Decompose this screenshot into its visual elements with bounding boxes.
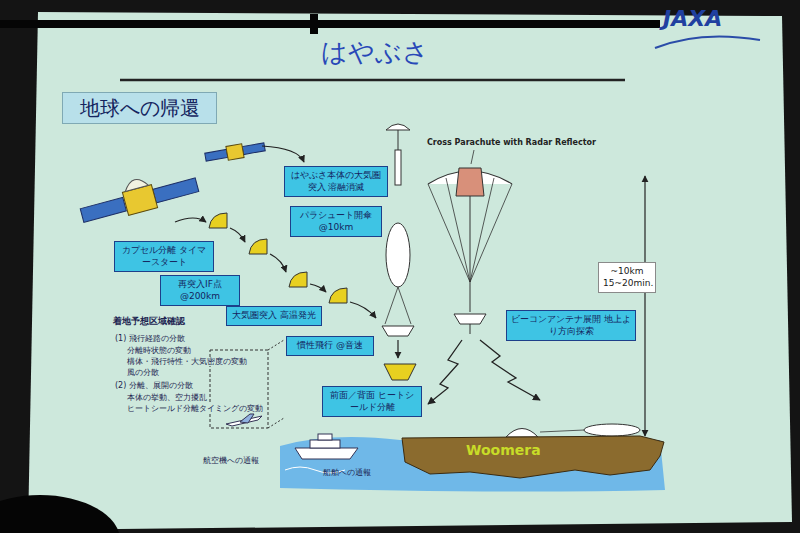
flow-arrow xyxy=(270,254,286,272)
airspace-box xyxy=(268,418,284,428)
dimension-box: ~10km 15~20min. xyxy=(598,262,656,293)
node-text: 大気圏突入 高温発光 xyxy=(231,310,317,322)
capsule xyxy=(329,288,347,303)
flow-arrow xyxy=(262,146,304,162)
flow-arrow xyxy=(310,284,326,292)
node-text: ビーコンアンテナ展開 地上より方向探索 xyxy=(511,314,631,337)
radio-signal xyxy=(428,340,462,404)
node-text: 前面／背面 ヒートシールド分離 xyxy=(327,390,417,413)
capsule xyxy=(506,429,538,438)
dimension-arrow xyxy=(644,176,645,436)
land-region: Woomera xyxy=(400,430,668,482)
capsule xyxy=(209,213,227,228)
spacecraft xyxy=(77,164,200,227)
note-heading: 着地予想区域確認 xyxy=(112,316,186,326)
screen-bar xyxy=(0,20,660,28)
riser xyxy=(470,178,494,282)
node-text: ~10km 15~20min. xyxy=(603,266,651,289)
process-box: 再突入IF点 @200km xyxy=(160,275,240,306)
ship-cabin xyxy=(310,440,340,448)
riser xyxy=(540,430,584,432)
riser xyxy=(398,130,399,150)
ship xyxy=(295,448,358,459)
note-text: 航空機への通報 xyxy=(202,456,260,465)
note-text: 船舶への通報 xyxy=(322,468,372,477)
flow-arrow xyxy=(350,302,376,318)
parachute xyxy=(386,223,410,287)
dish-antenna xyxy=(123,177,149,192)
slide-title: はやぶさ xyxy=(275,38,475,67)
riser xyxy=(470,196,471,312)
capsule xyxy=(382,326,414,336)
solar-panel xyxy=(242,143,265,155)
leader-line xyxy=(471,150,474,164)
radar-reflector xyxy=(456,168,484,196)
note-text: ヒートシールド分離タイミングの変動 xyxy=(126,404,264,413)
process-box: カプセル分離 タイマースタート xyxy=(114,241,214,272)
process-box: 大気圏突入 高温発光 xyxy=(226,306,322,326)
node-text: パラシュート開傘 @10km xyxy=(295,210,377,233)
note-text: (2) 分離、展開の分散 xyxy=(114,381,194,390)
note-text: (1) 飛行経路の分散 xyxy=(114,334,186,343)
solar-panel xyxy=(205,149,228,161)
process-box: ビーコンアンテナ展開 地上より方向探索 xyxy=(506,310,636,341)
slide-screen xyxy=(28,12,792,530)
solar-panel xyxy=(80,197,126,222)
flow-arrow xyxy=(397,340,398,358)
flow-arrow xyxy=(175,218,206,222)
node-text: はやぶさ本体の大気圏突入 溶融消滅 xyxy=(289,170,383,193)
spacecraft xyxy=(204,140,266,164)
node-text: 慣性飛行 @音速 xyxy=(291,340,369,352)
radio-signal xyxy=(480,340,540,400)
spacecraft-body xyxy=(226,144,244,161)
beacon-antenna xyxy=(470,324,471,334)
parachute xyxy=(584,424,640,436)
logo-swoosh xyxy=(655,36,760,48)
riser xyxy=(428,184,470,282)
capsule xyxy=(249,239,267,254)
capsule xyxy=(454,314,486,324)
node-text: Woomera xyxy=(400,430,668,458)
node-text: 地球への帰還 xyxy=(71,96,208,120)
process-box: 前面／背面 ヒートシールド分離 xyxy=(322,386,422,417)
riser xyxy=(470,184,512,282)
note-text: 構体・飛行特性・大気密度の変動 xyxy=(126,357,248,366)
solar-panel xyxy=(153,178,199,203)
note-text: 風の分散 xyxy=(126,368,160,377)
process-box: はやぶさ本体の大気圏突入 溶融消滅 xyxy=(284,166,388,197)
audience-head xyxy=(0,495,120,533)
node-text: 再突入IF点 @200km xyxy=(165,279,235,302)
flow-arrow xyxy=(230,228,245,242)
part-label: Cross Parachute with Radar Reflector xyxy=(426,138,597,147)
section-heading: 地球への帰還 xyxy=(62,92,217,124)
chute-pack xyxy=(395,150,401,185)
riser xyxy=(385,287,398,324)
logo: JAXA xyxy=(662,6,723,31)
pilot-chute xyxy=(386,124,410,130)
process-box: パラシュート開傘 @10km xyxy=(290,206,382,237)
airspace-box xyxy=(268,340,284,350)
riser xyxy=(446,178,470,282)
aircraft-wing xyxy=(240,414,254,423)
note-text: 本体の挙動、空力擾乱 xyxy=(126,393,208,402)
riser xyxy=(398,287,411,324)
ship-cabin xyxy=(318,434,332,440)
screen-bar xyxy=(310,14,318,34)
title-rule xyxy=(120,79,625,82)
node-text: カプセル分離 タイマースタート xyxy=(119,245,209,268)
capsule xyxy=(289,272,307,287)
note-text: 分離時状態の変動 xyxy=(126,346,192,355)
heat-shield xyxy=(384,364,416,380)
process-box: 慣性飛行 @音速 xyxy=(286,336,374,356)
